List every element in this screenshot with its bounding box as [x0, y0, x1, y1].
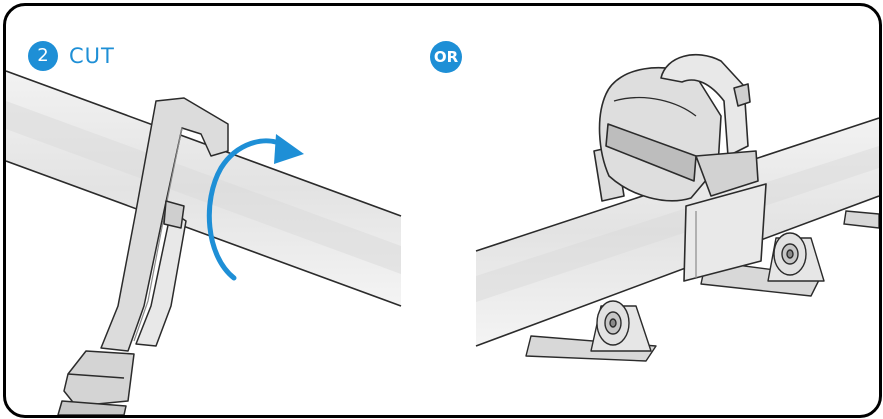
left-scene	[6, 70, 402, 415]
powered-cutter	[593, 53, 767, 282]
instruction-panel: 2 CUT OR	[3, 3, 882, 418]
step-title: CUT	[69, 44, 115, 68]
illustration	[6, 53, 879, 415]
roller-stand-far	[843, 210, 879, 229]
pipe-cutter	[57, 97, 229, 415]
roller-stand-front	[525, 300, 657, 362]
step-number-badge: 2	[28, 41, 58, 71]
rotation-arrow-icon	[206, 134, 304, 281]
or-badge: OR	[430, 41, 462, 73]
pipe-left	[6, 70, 402, 307]
right-scene	[475, 53, 879, 362]
